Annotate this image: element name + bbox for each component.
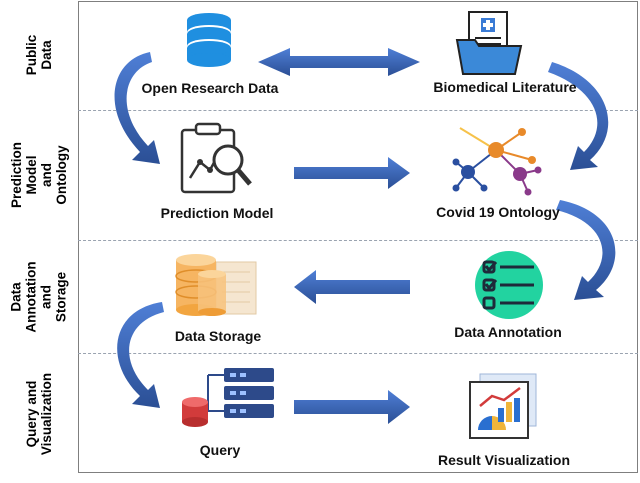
prediction-model-icon bbox=[180, 122, 252, 194]
diagram-frame bbox=[78, 1, 638, 473]
row-divider bbox=[78, 240, 638, 241]
medical-folder-icon bbox=[455, 11, 523, 75]
node-label-data-annotation: Data Annotation bbox=[454, 324, 562, 340]
curved-arrow-left-1 bbox=[114, 52, 160, 164]
right-arrow-query-to-visualization bbox=[294, 390, 410, 424]
right-arrow-prediction-to-ontology bbox=[294, 157, 410, 189]
node-label-biomedical-literature: Biomedical Literature bbox=[433, 79, 577, 95]
curved-arrow-left-2 bbox=[117, 302, 164, 408]
node-label-query: Query bbox=[199, 442, 241, 458]
node-label-result-visualization: Result Visualization bbox=[438, 452, 570, 468]
annotation-checklist-icon bbox=[475, 251, 543, 319]
node-label-prediction-model: Prediction Model bbox=[160, 205, 274, 221]
curved-arrow-right-2 bbox=[556, 200, 616, 300]
left-arrow-annotation-to-storage bbox=[294, 270, 410, 304]
row-divider bbox=[78, 110, 638, 111]
result-visualization-icon bbox=[469, 373, 537, 439]
node-label-open-research-data: Open Research Data bbox=[141, 80, 279, 96]
bidirectional-arrow bbox=[258, 48, 420, 76]
data-storage-icon bbox=[175, 254, 257, 316]
query-server-icon bbox=[182, 368, 274, 427]
database-icon bbox=[187, 13, 231, 67]
node-label-data-storage: Data Storage bbox=[174, 328, 262, 344]
row-divider bbox=[78, 353, 638, 354]
curved-arrow-right-1 bbox=[548, 62, 609, 170]
node-label-covid-ontology: Covid 19 Ontology bbox=[436, 204, 560, 220]
ontology-network-icon bbox=[452, 127, 542, 196]
